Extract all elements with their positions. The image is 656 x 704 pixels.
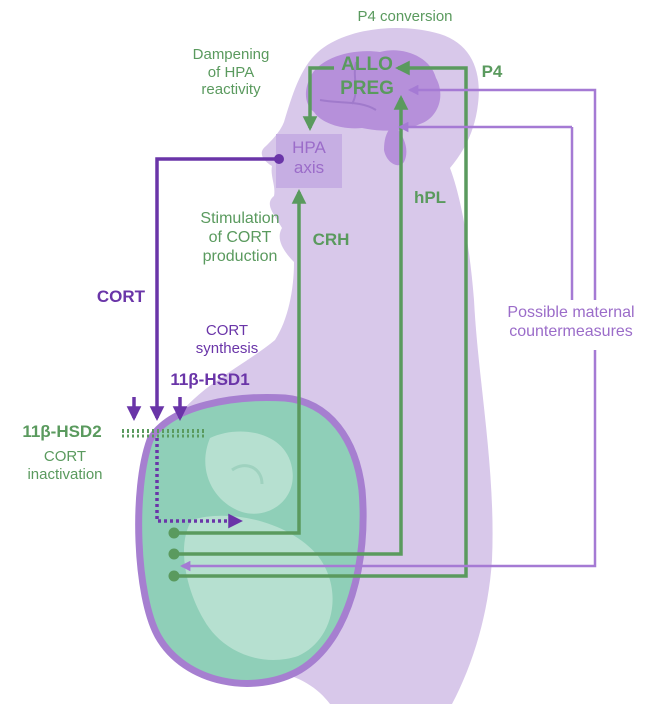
allo-label: ALLO (332, 54, 402, 76)
hpa-axis-line-2: axis (276, 158, 342, 178)
stimulation-label: Stimulation of CORT production (180, 210, 300, 267)
countermeasures-line-2: countermeasures (488, 323, 654, 342)
dampening-label: Dampening of HPA reactivity (176, 46, 286, 99)
dampening-line-2: of HPA (176, 64, 286, 82)
p4-conversion-label: P4 conversion (340, 8, 470, 26)
cort-synthesis-label: CORT synthesis (182, 322, 272, 357)
cort-synthesis-line-2: synthesis (182, 340, 272, 358)
dampening-line-3: reactivity (176, 81, 286, 99)
cort-inactivation-label: CORT inactivation (10, 448, 120, 483)
cort-synthesis-line-1: CORT (182, 322, 272, 340)
countermeasures-label: Possible maternal countermeasures (488, 304, 654, 342)
hpa-axis-label: HPA axis (276, 138, 342, 178)
hsd2-label: 11β-HSD2 (8, 422, 116, 442)
cort-label: CORT (88, 287, 154, 307)
cort-inactivation-line-1: CORT (10, 448, 120, 466)
countermeasures-line-1: Possible maternal (488, 304, 654, 323)
stimulation-line-2: of CORT (180, 229, 300, 248)
dampening-line-1: Dampening (176, 46, 286, 64)
stimulation-line-1: Stimulation (180, 210, 300, 229)
preg-label: PREG (332, 78, 402, 100)
cort-inactivation-line-2: inactivation (10, 466, 120, 484)
crh-label: CRH (306, 230, 356, 250)
hpl-label: hPL (408, 188, 452, 208)
stimulation-line-3: production (180, 248, 300, 267)
p4-label: P4 (472, 62, 512, 82)
hsd1-label: 11β-HSD1 (160, 370, 260, 390)
hpa-axis-line-1: HPA (276, 138, 342, 158)
